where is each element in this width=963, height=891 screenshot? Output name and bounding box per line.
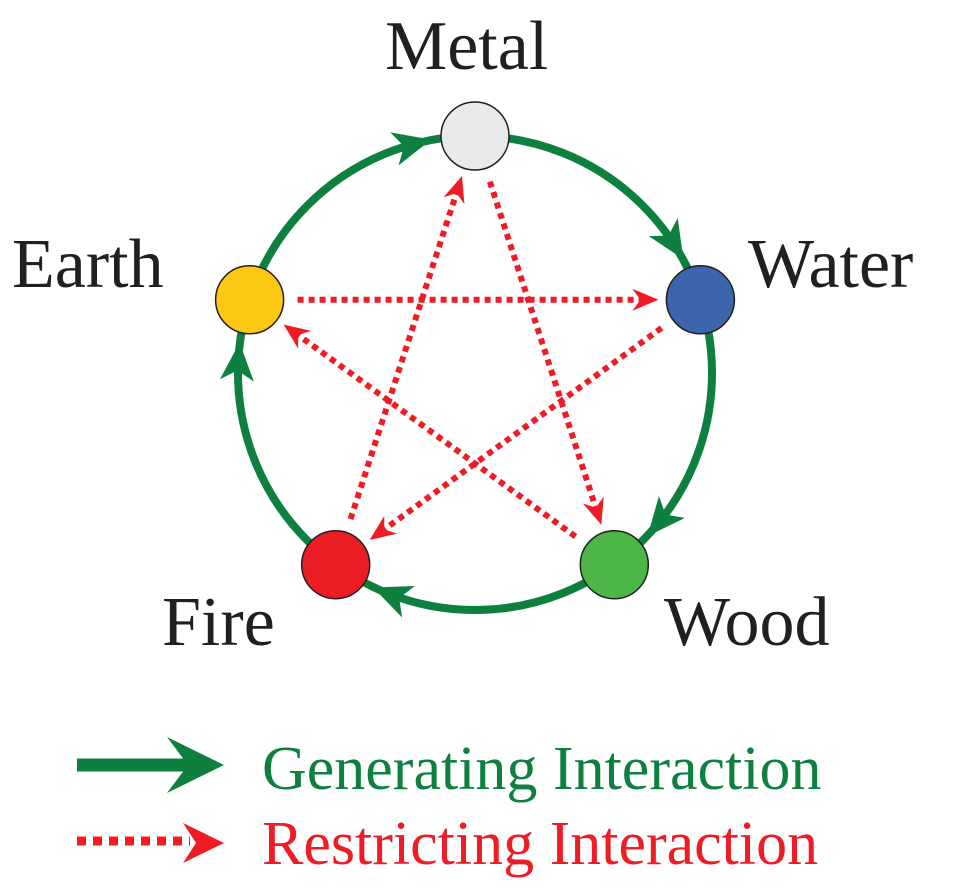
restricting-arrow-metal-to-wood	[486, 180, 604, 525]
label-metal: Metal	[385, 8, 549, 85]
legend-generating-arrow	[77, 737, 224, 793]
restricting-arrow-wood-to-earth	[283, 324, 578, 539]
node-wood	[579, 529, 650, 600]
generating-arrowhead-earth-to-metal	[390, 132, 432, 166]
generating-arrowhead-metal-to-water	[648, 218, 684, 260]
label-wood: Wood	[664, 584, 830, 661]
label-fire: Fire	[162, 584, 275, 661]
restricting-arrow-water-to-fire	[369, 325, 664, 541]
label-earth: Earth	[12, 226, 164, 303]
legend-restricting-label: Restricting Interaction	[262, 810, 819, 878]
generating-cycle-circle	[234, 132, 716, 614]
label-water: Water	[748, 226, 914, 303]
legend-restricting-arrow	[77, 823, 224, 863]
node-earth	[214, 265, 285, 335]
generating-arrowhead-wood-to-fire	[373, 585, 415, 618]
restricting-arrow-fire-to-metal	[347, 175, 465, 521]
legend-generating-label: Generating Interaction	[262, 735, 822, 803]
node-fire	[300, 529, 371, 600]
node-water	[665, 265, 736, 335]
generating-arrowhead-fire-to-earth	[219, 342, 254, 382]
restricting-arrow-earth-to-water	[297, 288, 659, 311]
generating-arrowhead-water-to-wood	[647, 496, 686, 537]
node-metal	[440, 101, 510, 171]
